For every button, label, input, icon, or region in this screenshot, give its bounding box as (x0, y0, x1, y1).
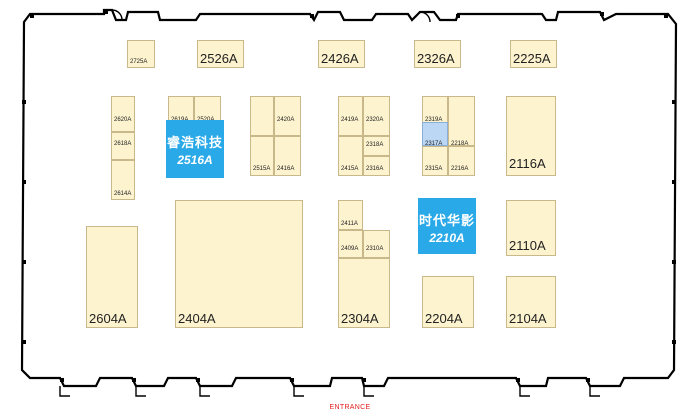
booth-label: 2116A (509, 156, 546, 171)
booth-2419A[interactable]: 2419A (338, 96, 363, 136)
booth-2225A[interactable]: 2225A (510, 40, 557, 68)
booth-label: 2315A (425, 166, 443, 172)
booth-label: 2316A (366, 166, 384, 172)
booth-2216A[interactable]: 2216A (448, 146, 475, 176)
booth-2415A[interactable]: 2415A (338, 136, 363, 176)
booth-label: 2204A (425, 311, 463, 326)
booth-2725A[interactable]: 2725A (127, 40, 155, 68)
door-arc (199, 386, 210, 397)
door-arc (363, 386, 374, 397)
entrance-label: ENTRANCE (329, 404, 371, 411)
booth-2317A[interactable]: 2317A (422, 122, 448, 147)
booth-2320A[interactable]: 2320A (363, 96, 390, 136)
booth-label: 2515A (253, 166, 271, 172)
exhibitor-booth: 2516A (177, 153, 213, 167)
booth-2620A[interactable]: 2620A (111, 96, 135, 132)
booth-label: 2310A (366, 246, 384, 252)
exhibitor-highlight-2210A[interactable]: 时代华影 2210A (418, 198, 476, 254)
booth-2526A[interactable]: 2526A (197, 40, 244, 68)
booth-2104A[interactable]: 2104A (506, 276, 556, 328)
booth-label: 2604A (89, 311, 127, 326)
exhibitor-booth: 2210A (429, 231, 465, 245)
booth-label: 2104A (509, 311, 547, 326)
booth-label: 2409A (341, 246, 359, 252)
booth-2604A[interactable]: 2604A (86, 226, 138, 328)
booth-2218A[interactable]: 2218A (448, 96, 475, 147)
door-arc (419, 11, 431, 23)
booth-label: 2415A (341, 166, 359, 172)
booth-2416A[interactable]: 2416A (274, 136, 301, 176)
booth-2426A[interactable]: 2426A (318, 40, 365, 68)
booth-2326A[interactable]: 2326A (414, 40, 461, 68)
exhibitor-highlight-2516A[interactable]: 睿浩科技 2516A (166, 120, 224, 178)
booth-label: 2419A (341, 117, 359, 123)
booth-label: 2320A (366, 117, 384, 123)
booth-2316A[interactable]: 2316A (363, 156, 390, 176)
exhibitor-name: 时代华影 (418, 213, 475, 228)
booth-label: 2416A (277, 166, 295, 172)
booth-label: 2618A (114, 141, 132, 147)
booth-2304A[interactable]: 2304A (338, 258, 390, 328)
door-arc (589, 386, 600, 397)
booth-2116A[interactable]: 2116A (506, 96, 556, 176)
booth-label: 2620A (114, 117, 132, 123)
exhibitor-name: 睿浩科技 (166, 135, 223, 150)
booth-label: 2404A (178, 311, 216, 326)
booth-2204A[interactable]: 2204A (422, 276, 474, 328)
booth-2515A[interactable]: 2515A (250, 136, 274, 176)
booth-2310A[interactable]: 2310A (363, 230, 390, 258)
door-arc (59, 386, 70, 397)
booth-2318A[interactable]: 2318A (363, 136, 390, 156)
booth-label: 2216A (451, 166, 469, 172)
booth-2614A[interactable]: 2614A (111, 160, 135, 200)
booth-2517A[interactable]: 2517A (250, 96, 274, 146)
booth-2315A[interactable]: 2315A (422, 146, 448, 176)
booth-label: 2318A (366, 142, 384, 148)
booth-2404A[interactable]: 2404A (175, 200, 303, 328)
booth-2618A[interactable]: 2618A (111, 132, 135, 160)
booth-label: 2725A (130, 59, 148, 65)
booth-label: 2110A (509, 238, 546, 253)
door-arc (519, 386, 530, 397)
booth-label: 2526A (200, 51, 238, 66)
door-arc (135, 386, 146, 397)
booth-label: 2420A (277, 117, 295, 123)
booth-label: 2614A (114, 191, 132, 197)
booth-label: 2411A (341, 221, 358, 227)
door-arc (293, 386, 304, 397)
booth-label: 2304A (341, 311, 379, 326)
booth-label: 2218A (451, 141, 469, 147)
booth-2420A[interactable]: 2420A (274, 96, 301, 136)
door-arc (111, 9, 123, 21)
booth-label: 2317A (425, 141, 443, 147)
booth-2409A[interactable]: 2409A (338, 230, 363, 258)
booth-label: 2426A (321, 51, 359, 66)
booth-label: 2319A (425, 117, 443, 123)
booth-label: 2326A (417, 51, 455, 66)
booth-2411A[interactable]: 2411A (338, 200, 363, 230)
booth-2110A[interactable]: 2110A (506, 200, 556, 256)
booth-label: 2225A (513, 51, 551, 66)
